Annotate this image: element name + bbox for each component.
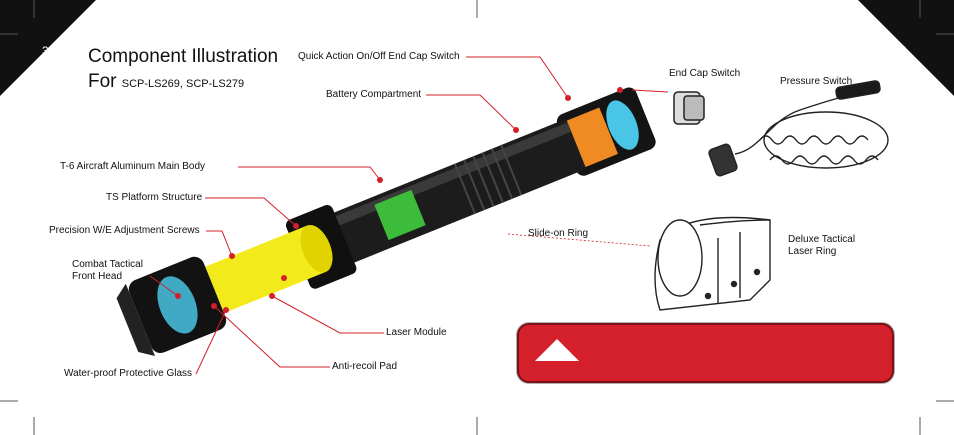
label-quick-end-cap-switch: Quick Action On/Off End Cap Switch: [298, 51, 460, 62]
tactical-ring-part: [654, 216, 771, 311]
label-front-head-line2: Front Head: [72, 271, 123, 282]
page-number-right: 4: [900, 44, 907, 58]
green-module: [374, 189, 426, 241]
label-laser-ring-line2: Laser Ring: [788, 246, 837, 257]
label-protective-glass: Water-proof Protective Glass: [64, 368, 193, 379]
end-cap-switch-part: [673, 91, 705, 125]
end-cap-lens: [606, 100, 639, 150]
laser-module-yellow: [195, 225, 326, 317]
label-adjustment-screws: Precision W/E Adjustment Screws: [49, 225, 200, 236]
page-corner-left: [0, 0, 96, 96]
subtitle-models: SCP-LS269, SCP-LS279: [121, 78, 245, 90]
protective-glass: [157, 276, 198, 334]
page-corner-right: [858, 0, 954, 96]
label-end-cap-switch: End Cap Switch: [669, 68, 741, 79]
label-pressure-switch: Pressure Switch: [780, 76, 853, 87]
label-laser-ring-line1: Deluxe Tactical: [788, 234, 856, 245]
label-ts-platform: TS Platform Structure: [106, 192, 203, 203]
label-slide-on-ring: Slide-on Ring: [528, 228, 589, 239]
label-front-head-line1: Combat Tactical: [72, 259, 143, 270]
label-main-body: T-6 Aircraft Aluminum Main Body: [60, 161, 206, 172]
laser-device-body: [116, 87, 656, 357]
warning-triangle-icon: [535, 339, 579, 361]
label-laser-module: Laser Module: [386, 327, 447, 338]
warning-banner: [517, 323, 894, 383]
page-subtitle: For SCP-LS269, SCP-LS279: [88, 71, 244, 93]
label-battery-compartment: Battery Compartment: [326, 89, 422, 100]
page-title: Component Illustration: [88, 46, 279, 67]
page-number-left: 3: [42, 44, 49, 58]
label-anti-recoil-pad: Anti-recoil Pad: [332, 361, 398, 372]
pressure-switch-part: [708, 80, 889, 177]
subtitle-for: For: [88, 71, 117, 92]
